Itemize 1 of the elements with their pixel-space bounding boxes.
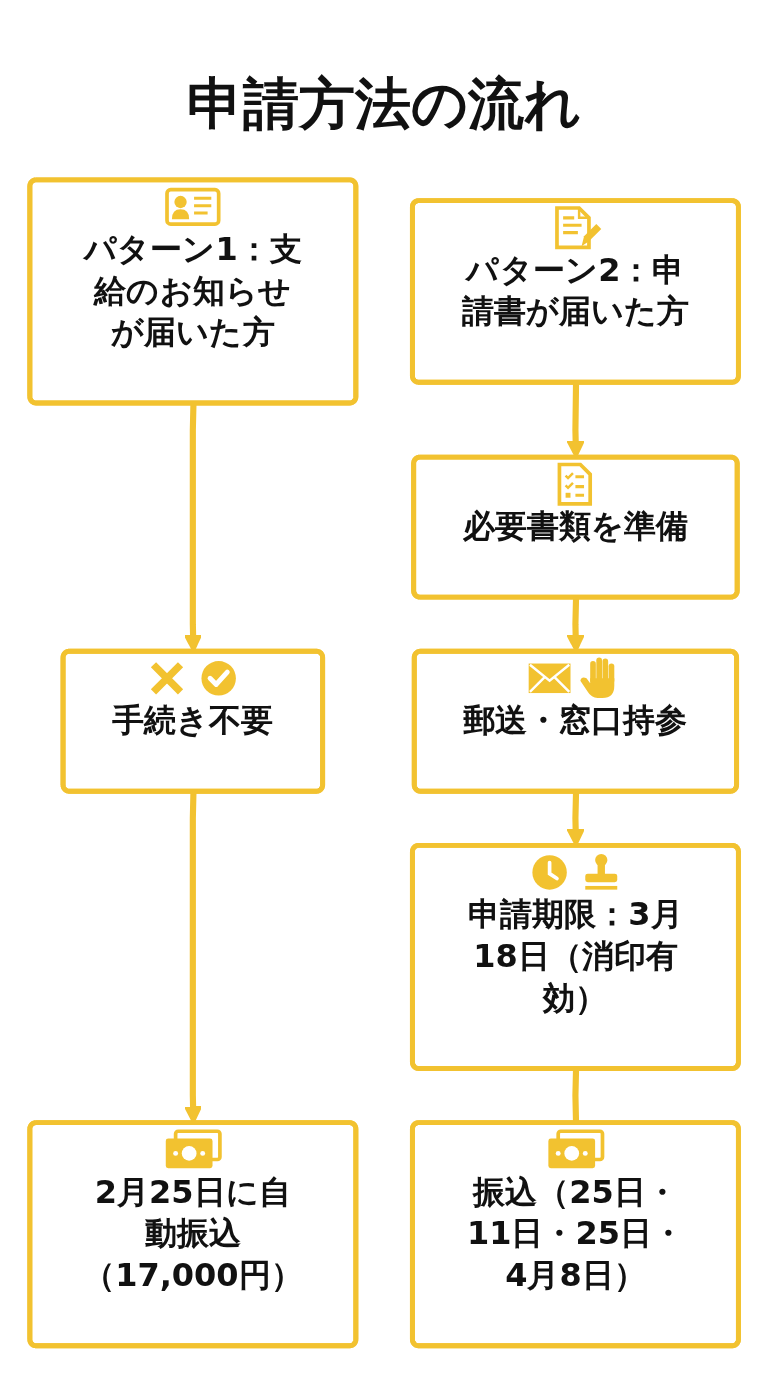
title: 申請方法の流れ xyxy=(187,72,581,137)
